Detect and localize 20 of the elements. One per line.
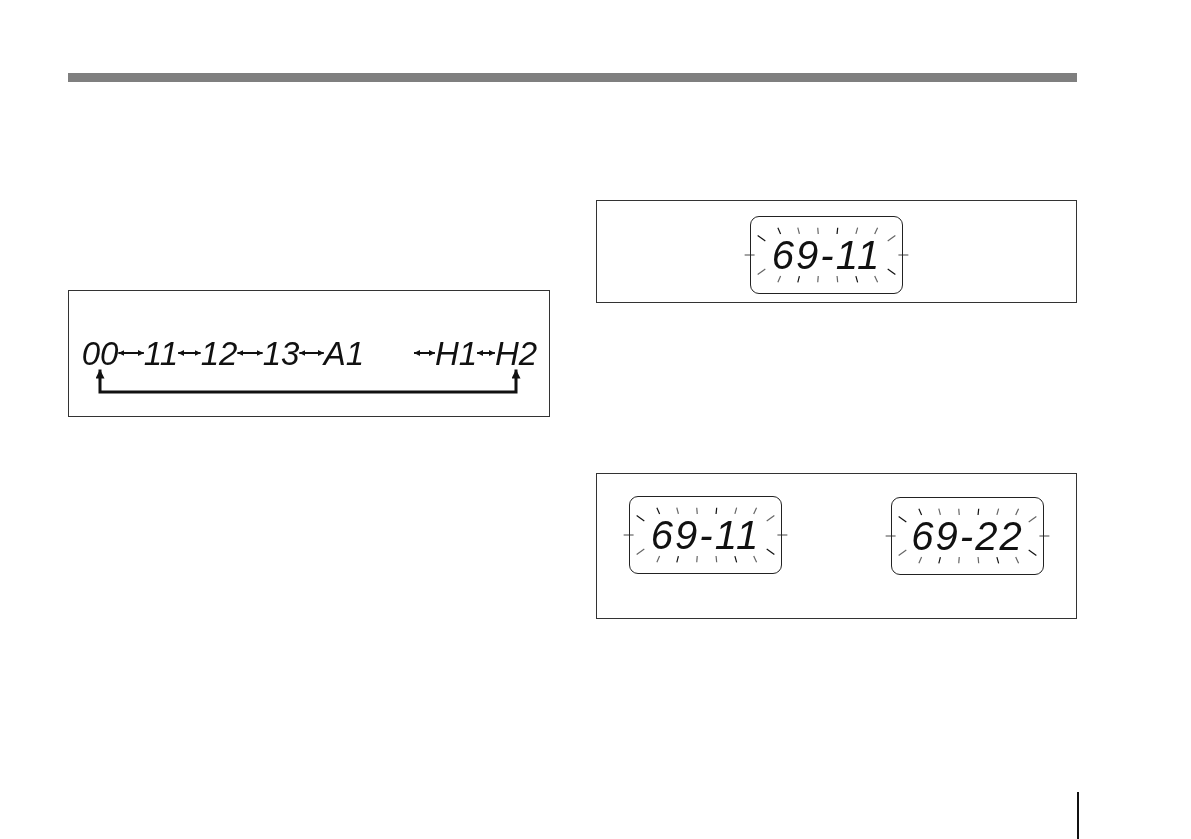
display-code: 13 bbox=[262, 336, 300, 370]
figure-frame bbox=[68, 290, 550, 417]
double-arrow bbox=[117, 350, 145, 356]
double-arrow bbox=[413, 350, 436, 356]
double-arrow bbox=[177, 350, 202, 356]
display-code: 12 bbox=[200, 336, 238, 370]
display-code: A1 bbox=[323, 336, 365, 370]
display-code: H2 bbox=[494, 336, 538, 370]
figure-frame bbox=[596, 473, 1077, 619]
display-code: 00 bbox=[81, 336, 119, 370]
display-code: H1 bbox=[434, 336, 478, 370]
lcd-display: 69-22 bbox=[891, 497, 1044, 575]
lcd-display: 69-11 bbox=[750, 216, 903, 294]
double-arrow bbox=[476, 350, 496, 356]
figure-frame bbox=[596, 200, 1077, 303]
return-arrow bbox=[95, 369, 521, 394]
display-code: 11 bbox=[143, 336, 179, 370]
double-arrow bbox=[236, 350, 264, 356]
lcd-display: 69-11 bbox=[629, 496, 782, 574]
double-arrow bbox=[298, 350, 325, 356]
